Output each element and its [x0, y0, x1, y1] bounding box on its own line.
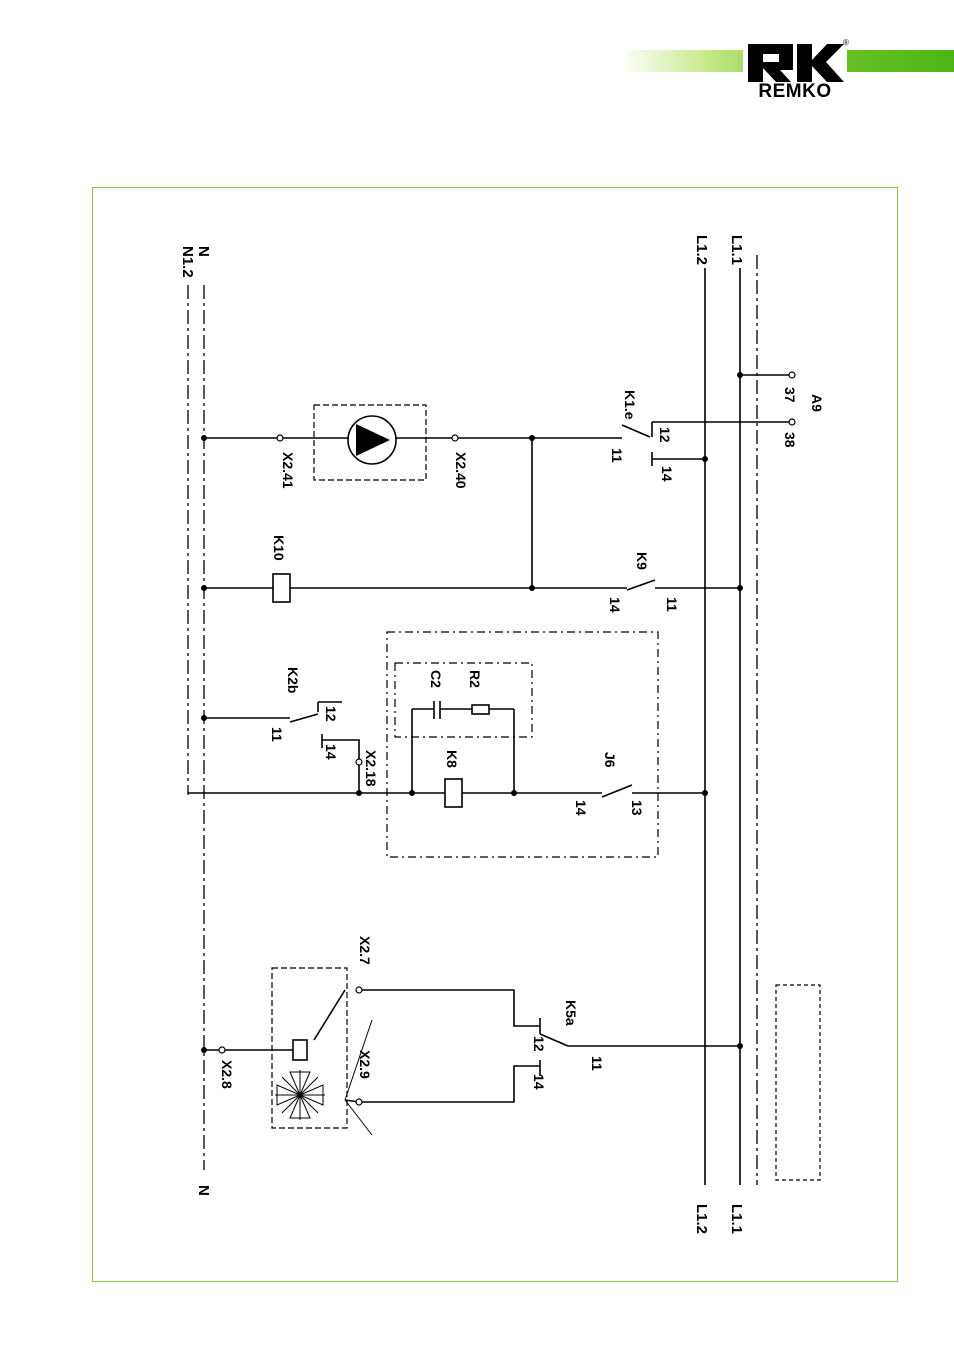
- wire-x218-k2b: [322, 739, 360, 793]
- label-k8: K8: [444, 750, 460, 768]
- junction-dot: [201, 1047, 207, 1053]
- junction-dot: [737, 585, 743, 591]
- fan-blades-icon: [275, 1070, 325, 1120]
- label-j6: J6: [602, 752, 618, 768]
- label-x27: X2.7: [357, 936, 373, 965]
- j6-switch-arm: [601, 784, 633, 798]
- junction-dot: [356, 790, 362, 796]
- label-l11-bottom: L1.1: [728, 1204, 745, 1234]
- registered-mark: ®: [843, 38, 849, 47]
- junction-dot: [737, 1043, 743, 1049]
- label-l11-top: L1.1: [728, 235, 745, 265]
- terminal-x28: [218, 1046, 226, 1054]
- label-n-bottom: N: [195, 1185, 212, 1196]
- brand-name: REMKO: [758, 81, 832, 102]
- fan-motor-coil: [292, 1039, 308, 1061]
- label-j6-pin14: 14: [573, 800, 589, 816]
- terminal-x240: [451, 434, 459, 442]
- junction-dot: [702, 790, 708, 796]
- junction-dot: [737, 372, 743, 378]
- label-k2b-pin11: 11: [269, 727, 285, 742]
- k1e-switch-arm: [621, 424, 651, 438]
- coil-k8-symbol: [444, 778, 463, 808]
- pump-triangle-icon: [356, 424, 390, 456]
- resistor-r2-symbol: [471, 704, 490, 715]
- junction-dot: [702, 456, 708, 462]
- label-k5a-pin11: 11: [589, 1056, 605, 1071]
- k8-module-box: [386, 631, 659, 858]
- label-j6-pin13: 13: [629, 800, 645, 816]
- pump-icon: [347, 415, 397, 465]
- label-l12-top: L1.2: [693, 235, 710, 265]
- label-n12-top: N1.2: [179, 246, 196, 278]
- page-header: REMKO ®: [0, 0, 954, 120]
- label-x29: X2.9: [357, 1050, 373, 1079]
- label-k5a: K5a: [563, 1000, 579, 1026]
- label-x240: X2.40: [453, 452, 469, 489]
- label-k1e-pin14: 14: [659, 466, 675, 482]
- fan-diagonal-a: [344, 1019, 373, 1101]
- fan-enclosure: [271, 967, 348, 1129]
- wire-k5a-x27: [359, 989, 540, 1027]
- label-k1e-pin11: 11: [609, 448, 625, 463]
- label-k2b-pin12: 12: [323, 706, 339, 722]
- label-k1e: K1.e: [622, 390, 638, 420]
- label-x28: X2.8: [219, 1060, 235, 1089]
- remko-logo: REMKO: [743, 40, 847, 104]
- remko-monogram-icon: [748, 44, 844, 82]
- junction-dot: [201, 715, 207, 721]
- label-c2: C2: [428, 670, 444, 688]
- label-k5a-pin12: 12: [531, 1036, 547, 1052]
- k9-switch-arm: [626, 579, 656, 591]
- pump-enclosure: [313, 404, 427, 481]
- spare-dashed-box: [775, 984, 821, 1181]
- k5a-switch-arm: [539, 1033, 569, 1047]
- terminal-38: [788, 418, 796, 426]
- junction-dot: [409, 790, 415, 796]
- junction-dot: [201, 435, 207, 441]
- label-x241: X2.41: [280, 452, 296, 489]
- label-terminal-37: 37: [782, 387, 798, 403]
- label-k9: K9: [634, 552, 650, 570]
- label-k10: K10: [271, 535, 287, 561]
- label-a9: A9: [809, 394, 825, 412]
- label-terminal-38: 38: [782, 432, 798, 448]
- junction-dot: [201, 585, 207, 591]
- label-k2b-pin14: 14: [323, 744, 339, 760]
- label-x218: X2.18: [363, 750, 379, 787]
- fan-diagonal-b: [344, 1099, 373, 1136]
- label-n-top: N: [195, 246, 212, 257]
- label-k2b: K2b: [285, 667, 301, 693]
- label-k1e-pin12: 12: [657, 427, 673, 443]
- label-k9-pin14: 14: [607, 597, 623, 613]
- terminal-x241: [276, 434, 284, 442]
- fan-switch-lead: [313, 989, 346, 1041]
- wire-k5a-x29: [359, 1065, 540, 1103]
- label-l12-bottom: L1.2: [693, 1204, 710, 1234]
- label-k9-pin11: 11: [664, 597, 680, 612]
- label-r2: R2: [467, 670, 483, 688]
- junction-dot: [511, 790, 517, 796]
- rc-snubber-box: [394, 662, 533, 738]
- junction-dot: [529, 435, 535, 441]
- terminal-x27: [355, 986, 363, 994]
- junction-dot: [529, 585, 535, 591]
- diagram-frame: [92, 187, 898, 1282]
- terminal-37: [788, 371, 796, 379]
- k2b-switch-arm: [289, 713, 319, 723]
- coil-k10-symbol: [272, 573, 291, 603]
- terminal-x218: [355, 758, 363, 766]
- label-k5a-pin14: 14: [531, 1074, 547, 1090]
- terminal-x29: [355, 1098, 363, 1106]
